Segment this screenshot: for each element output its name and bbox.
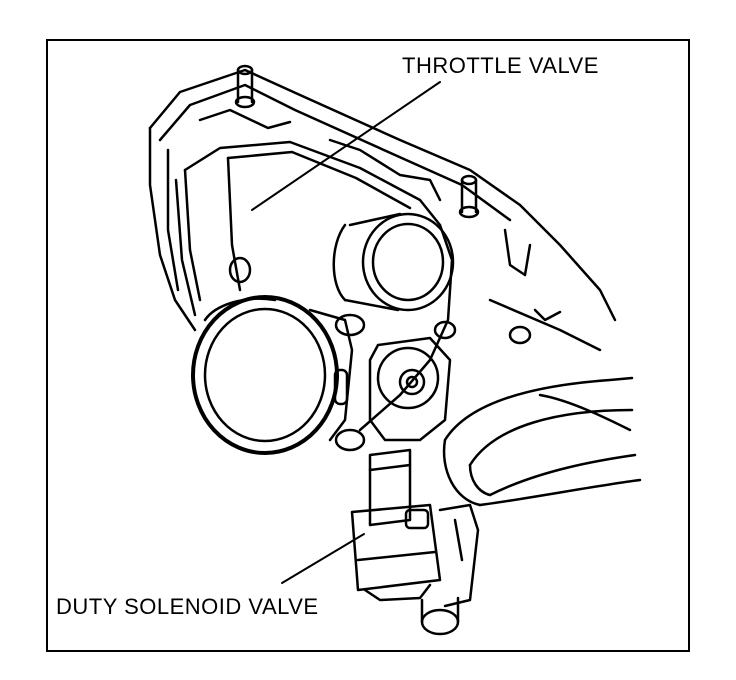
- duty-solenoid-valve: [350, 448, 480, 636]
- air-inlet: [191, 295, 354, 455]
- duty-solenoid-valve-label: DUTY SOLENOID VALVE: [56, 594, 319, 619]
- diagram-frame: [46, 39, 690, 652]
- idle-control-unit: [228, 256, 457, 452]
- leader-lines: [251, 81, 441, 584]
- right-fittings: [488, 228, 602, 352]
- hoses: [442, 376, 642, 507]
- stud-left: [234, 64, 256, 109]
- manifold-plate: [148, 68, 617, 332]
- throttle-valve-leader: [251, 81, 441, 211]
- stud-right: [458, 174, 480, 219]
- throttle-valve-label: THROTTLE VALVE: [402, 53, 599, 78]
- duty-solenoid-leader: [281, 533, 365, 584]
- throttle-cover: [332, 212, 455, 312]
